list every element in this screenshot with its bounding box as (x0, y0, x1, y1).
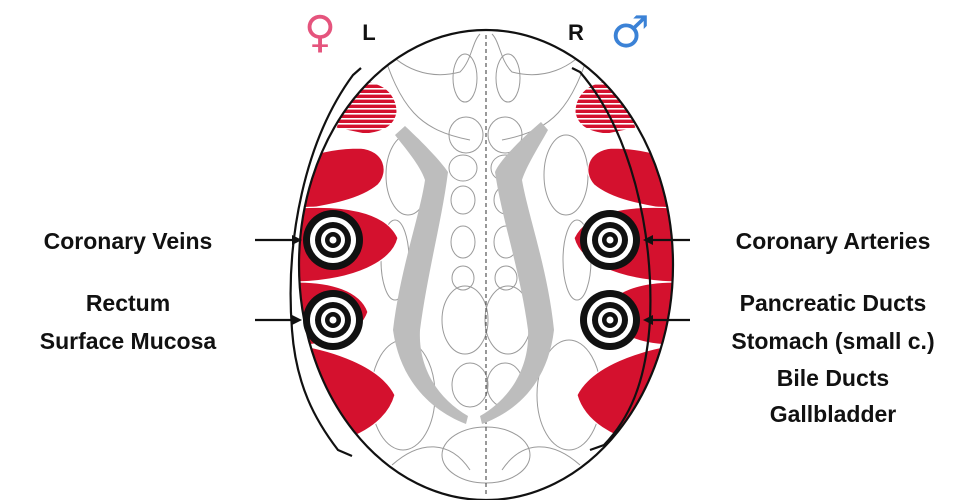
label-pancreatic-ducts: Pancreatic Ducts (740, 290, 927, 316)
left-side-letter: L (362, 20, 375, 45)
target-marker-left-top (303, 210, 363, 270)
label-stomach-small-c: Stomach (small c.) (731, 328, 934, 354)
female-symbol-icon: ♀ (304, 7, 336, 58)
right-side-letter: R (568, 20, 584, 45)
label-coronary-veins: Coronary Veins (44, 228, 213, 254)
target-marker-left-bottom (303, 290, 363, 350)
label-coronary-arteries: Coronary Arteries (736, 228, 931, 254)
arrow-left-bottom (255, 315, 302, 325)
target-marker-right-bottom (580, 290, 640, 350)
target-marker-right-top (580, 210, 640, 270)
male-symbol-icon: ♂ (610, 7, 649, 58)
arrow-left-top (255, 235, 302, 245)
label-rectum: Rectum (86, 290, 170, 316)
label-bile-ducts: Bile Ducts (777, 365, 889, 391)
label-gallbladder: Gallbladder (770, 401, 897, 427)
label-surface-mucosa: Surface Mucosa (40, 328, 217, 354)
